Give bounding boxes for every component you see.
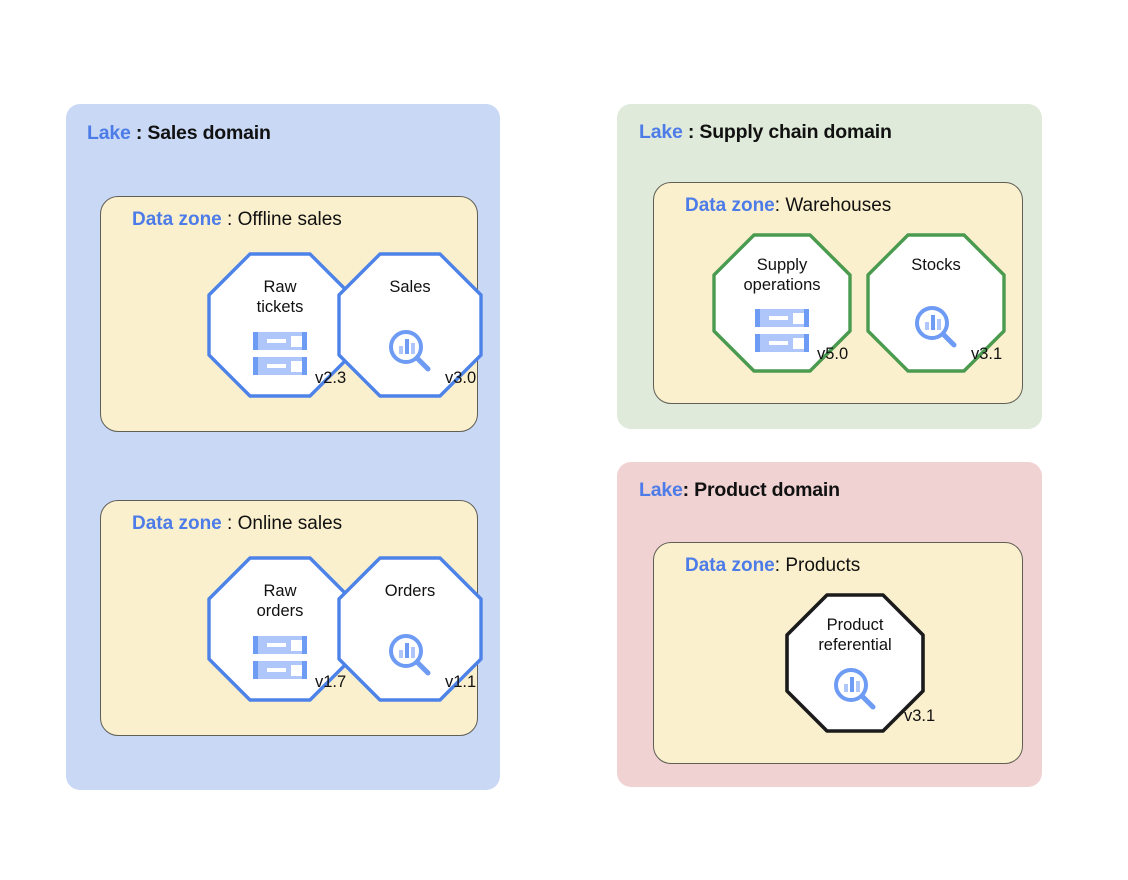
lake-name: Product domain [694,479,840,501]
asset-raw-tickets-label: Raw tickets [256,278,304,317]
server-icon [755,309,809,353]
asset-supply-operations-version: v5.0 [817,345,849,363]
asset-product-referential[interactable]: Product referential v3.1 [785,593,935,733]
asset-sales-version: v3.0 [445,369,477,387]
data-zone-keyword: Data zone [685,555,775,576]
data-zone-name: Products [785,555,861,576]
data-zone-separator: : [221,209,238,230]
data-zone-warehouses-title: Data zone: Warehouses [685,195,891,217]
asset-raw-orders-version: v1.7 [315,673,347,691]
asset-product-referential-label: Product referential [818,616,892,655]
asset-sales-label: Sales [389,278,431,296]
asset-stocks-version: v3.1 [971,345,1003,363]
asset-raw-orders[interactable]: Raw orders v1.7 [207,556,353,702]
octagon-outline [207,252,353,398]
analytics-search-icon [831,665,879,713]
data-zone-online-sales-title: Data zone : Online sales [132,513,342,535]
octagon-outline [712,233,852,373]
lake-name: Supply chain domain [699,121,892,143]
server-icon [253,332,307,376]
lake-keyword: Lake [87,122,131,144]
lake-product-title: Lake: Product domain [639,479,840,502]
data-zone-products-title: Data zone: Products [685,555,860,577]
lake-separator: : [130,122,148,144]
lake-product-domain[interactable]: Lake: Product domain Data zone: Products… [617,462,1042,787]
octagon-outline [207,556,353,702]
asset-raw-tickets[interactable]: Raw tickets v2.3 [207,252,353,398]
data-zone-separator: : [221,513,238,534]
octagon-outline [337,556,483,702]
analytics-search-icon [386,327,434,375]
asset-raw-orders-label: Raw orders [256,582,304,621]
data-zone-offline-sales[interactable]: Data zone : Offline sales Raw tickets v2… [100,196,483,432]
data-zone-offline-sales-title: Data zone : Offline sales [132,209,342,231]
data-zone-name: Online sales [237,513,343,534]
data-zone-name: Warehouses [785,195,892,216]
asset-raw-tickets-version: v2.3 [315,369,347,387]
data-zone-warehouses[interactable]: Data zone: Warehouses Supply operations … [653,182,1023,404]
analytics-search-icon [912,303,960,351]
lake-supply-chain-domain[interactable]: Lake : Supply chain domain Data zone: Wa… [617,104,1042,429]
data-zone-products[interactable]: Data zone: Products Product referential [653,542,1023,764]
asset-supply-operations-label: Supply operations [743,256,821,295]
data-zone-keyword: Data zone [132,513,222,534]
octagon-outline [785,593,925,733]
asset-orders-version: v1.1 [445,673,477,691]
data-zone-online-sales[interactable]: Data zone : Online sales Raw orders v1.7 [100,500,483,736]
data-zone-keyword: Data zone [685,195,775,216]
data-zone-name: Offline sales [237,209,342,230]
asset-stocks[interactable]: Stocks v3.1 [866,233,1006,373]
asset-product-referential-version: v3.1 [904,707,936,725]
lake-sales-domain[interactable]: Lake : Sales domain Data zone : Offline … [66,104,500,790]
octagon-outline [866,233,1006,373]
asset-sales[interactable]: Sales v3.0 [337,252,483,398]
asset-orders-label: Orders [384,582,436,600]
server-icon [253,636,307,680]
data-zone-keyword: Data zone [132,209,222,230]
lake-supply-chain-title: Lake : Supply chain domain [639,121,892,144]
lake-separator: : [682,479,695,501]
data-zone-separator: : [774,195,786,216]
data-zone-separator: : [774,555,786,576]
lake-keyword: Lake [639,121,683,143]
asset-supply-operations[interactable]: Supply operations v5.0 [712,233,852,373]
octagon-outline [337,252,483,398]
asset-orders[interactable]: Orders v1.1 [337,556,483,702]
lake-keyword: Lake [639,479,683,501]
analytics-search-icon [386,631,434,679]
asset-stocks-label: Stocks [911,256,961,274]
lake-name: Sales domain [147,122,271,144]
lake-sales-title: Lake : Sales domain [87,122,271,145]
lake-separator: : [682,121,700,143]
